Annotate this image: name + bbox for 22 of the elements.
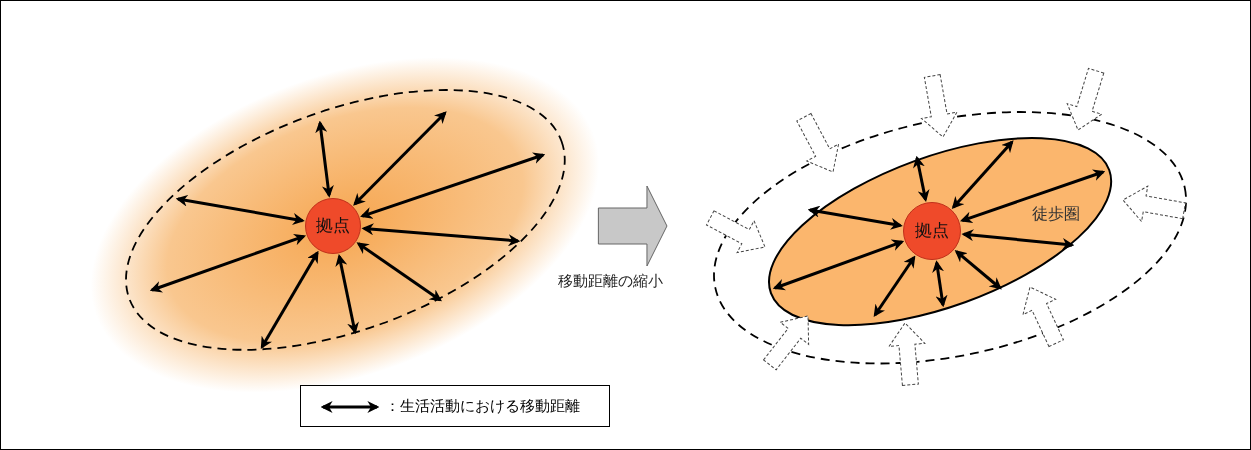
- edge-label: 移動距離の縮小: [558, 272, 664, 291]
- block-arrow: [597, 185, 668, 267]
- double-arrow: [961, 229, 1075, 250]
- double-arrow: [913, 155, 930, 202]
- double-arrow: [175, 194, 305, 225]
- legend-text: ：生活活動における移動距離: [385, 397, 580, 416]
- double-arrow: [260, 250, 319, 350]
- double-arrow: [807, 205, 903, 230]
- double-arrow: [954, 250, 1002, 290]
- double-arrow: [361, 223, 521, 247]
- double-arrow: [360, 152, 546, 219]
- double-arrow: [873, 255, 916, 317]
- double-arrow: [932, 260, 948, 308]
- double-arrow: [951, 140, 1014, 209]
- double-arrow: [960, 169, 1106, 224]
- double-arrow: [353, 111, 447, 206]
- double-arrow: [335, 254, 359, 335]
- double-arrow: [149, 233, 307, 293]
- double-arrow: [356, 242, 442, 302]
- double-arrow: [772, 239, 905, 291]
- area-label: 徒歩圏: [1032, 204, 1080, 225]
- double-arrow: [315, 120, 334, 198]
